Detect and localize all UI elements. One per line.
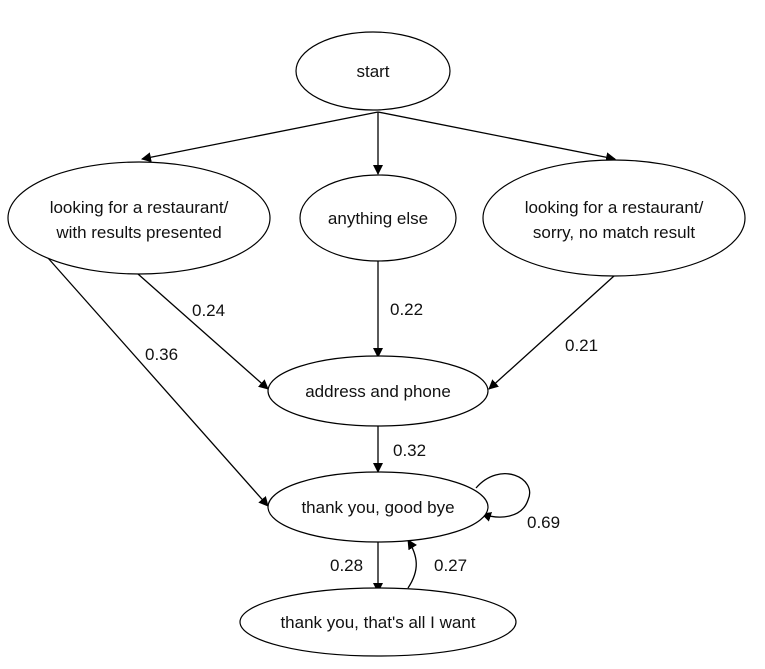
edge-thankyou-self-loop	[475, 473, 531, 522]
node-looking-nomatch: looking for a restaurant/ sorry, no matc…	[482, 159, 746, 277]
edge-nomatch-to-address	[488, 275, 615, 390]
node-thank-you-all-shape	[239, 587, 517, 657]
node-thank-you-goodbye: thank you, good bye	[267, 471, 489, 543]
node-anything-else-shape	[299, 174, 457, 262]
node-looking-nomatch-label-line2: sorry, no match result	[533, 223, 695, 242]
edge-label-address-to-thankyou: 0.32	[393, 441, 426, 460]
node-looking-results-label-line2: with results presented	[55, 223, 221, 242]
node-anything-else-label: anything else	[328, 209, 428, 228]
node-address-phone-shape	[267, 355, 489, 427]
node-looking-results-shape	[7, 161, 271, 275]
node-thank-you-all-label: thank you, that's all I want	[280, 613, 475, 632]
node-anything-else: anything else	[299, 174, 457, 262]
node-thank-you-goodbye-shape	[267, 471, 489, 543]
node-start-label: start	[356, 62, 389, 81]
edge-label-results-to-thankyou: 0.36	[145, 345, 178, 364]
node-looking-results: looking for a restaurant/ with results p…	[7, 161, 271, 275]
edge-label-nomatch-to-address: 0.21	[565, 336, 598, 355]
node-address-phone-label: address and phone	[305, 382, 451, 401]
node-looking-nomatch-shape	[482, 159, 746, 277]
edge-label-thankyou-to-all: 0.28	[330, 556, 363, 575]
edge-start-to-looking-results	[141, 111, 379, 163]
node-thank-you-goodbye-label: thank you, good bye	[301, 498, 454, 517]
node-start: start	[295, 31, 451, 111]
edge-labels: 0.24 0.36 0.22 0.21 0.32 0.69 0.28 0.27	[145, 300, 598, 575]
edge-start-to-looking-nomatch	[377, 111, 616, 163]
node-start-shape	[295, 31, 451, 111]
edge-label-anything-to-address: 0.22	[390, 300, 423, 319]
edge-results-to-thankyou	[47, 257, 269, 507]
node-looking-results-label-line1: looking for a restaurant/	[50, 198, 229, 217]
edge-label-thankyou-self-loop: 0.69	[527, 513, 560, 532]
node-thank-you-all: thank you, that's all I want	[239, 587, 517, 657]
edge-results-to-address	[137, 273, 269, 390]
edge-label-results-to-address: 0.24	[192, 301, 225, 320]
edges	[47, 111, 616, 593]
edge-label-all-to-thankyou: 0.27	[434, 556, 467, 575]
node-address-phone: address and phone	[267, 355, 489, 427]
node-looking-nomatch-label-line1: looking for a restaurant/	[525, 198, 704, 217]
edge-all-to-thankyou	[407, 539, 418, 589]
